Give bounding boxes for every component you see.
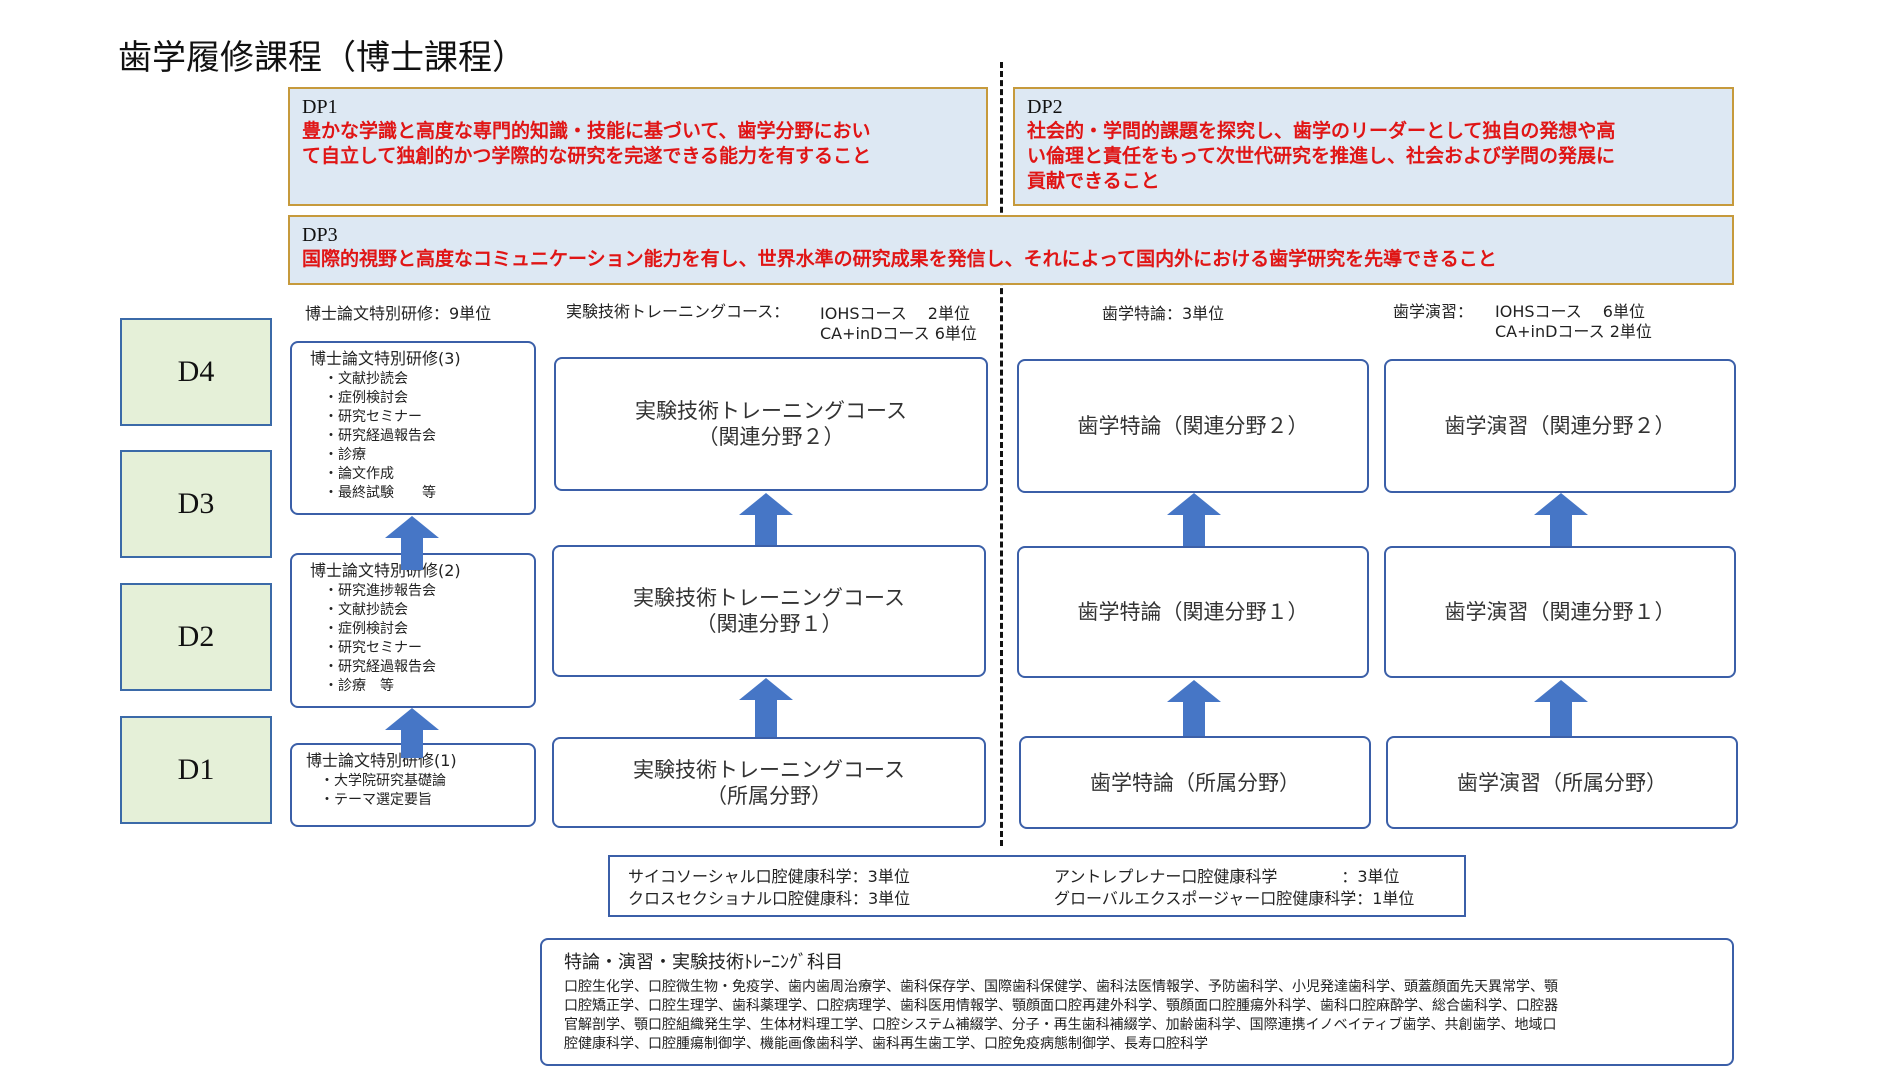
year-box-d2: D2 [120, 583, 272, 691]
thesis-2-item: 文献抄読会 [324, 601, 516, 620]
thesis-1-item: テーマ選定要旨 [320, 791, 520, 810]
arrow-up-icon [1161, 493, 1227, 546]
exp-header-line: CA+inDコース 6単位 [820, 324, 977, 343]
dp1-text-line: 豊かな学識と高度な専門的知識・技能に基づいて、歯学分野におい [302, 120, 871, 142]
year-box-d1: D1 [120, 716, 272, 824]
page-title: 歯学履修課程（博士課程） [118, 38, 526, 78]
seminar-header-line: CA+inDコース 2単位 [1495, 322, 1652, 341]
subjects-line: 官解剖学、顎口腔組織発生学、生体材料理工学、口腔システム補綴学、分子・再生歯科補… [564, 1017, 1557, 1033]
common-course: グローバルエクスポージャー口腔健康科学：1単位 [1054, 889, 1415, 908]
dp1-label: DP1 [302, 96, 338, 118]
thesis-2-item: 研究経過報告会 [324, 658, 516, 677]
common-course: アントレプレナー口腔健康科学 ：3単位 [1054, 867, 1400, 886]
common-courses-box: サイコソーシャル口腔健康科学：3単位 アントレプレナー口腔健康科学 ：3単位 ク… [608, 855, 1466, 917]
center-divider [1000, 62, 1003, 846]
special-mid-label: 歯学特論（関連分野１） [1077, 600, 1309, 624]
exp-mid-line: 実験技術トレーニングコース [633, 586, 905, 610]
arrow-up-icon [379, 708, 445, 758]
arrow-up-icon [733, 678, 799, 737]
thesis-3-title: 博士論文特別研修(3) [310, 349, 461, 368]
arrow-up-icon [1161, 680, 1227, 736]
year-box-d4: D4 [120, 318, 272, 426]
thesis-box-3: 博士論文特別研修(3) 文献抄読会 症例検討会 研究セミナー 研究経過報告会 診… [290, 341, 536, 515]
dp2-text-line: い倫理と責任をもって次世代研究を推進し、社会および学問の発展に [1027, 145, 1616, 167]
arrow-up-icon [1528, 680, 1594, 736]
seminar-header-line: IOHSコース 6単位 [1495, 302, 1645, 321]
seminar-bot-label: 歯学演習（所属分野） [1457, 770, 1667, 795]
subjects-title: 特論・演習・実験技術ﾄﾚｰﾆﾝｸﾞ科目 [564, 952, 843, 973]
thesis-3-item: 症例検討会 [324, 389, 516, 408]
dp2-box: DP2 社会的・学問的課題を探究し、歯学のリーダーとして独自の発想や高 い倫理と… [1013, 87, 1734, 206]
thesis-2-item: 診療 等 [324, 677, 516, 696]
subjects-line: 腔健康科学、口腔腫瘍制御学、機能画像歯科学、歯科再生歯工学、口腔免疫病態制御学、… [564, 1036, 1208, 1052]
dp2-label: DP2 [1027, 96, 1063, 118]
subjects-line: 口腔矯正学、口腔生理学、歯科薬理学、口腔病理学、歯科医用情報学、顎顔面口腔再建外… [564, 998, 1558, 1014]
exp-top-line: （関連分野２） [697, 425, 845, 449]
exp-header-line: IOHSコース 2単位 [820, 304, 970, 323]
thesis-3-item: 論文作成 [324, 465, 516, 484]
thesis-3-item: 研究セミナー [324, 408, 516, 427]
exp-box-top: 実験技術トレーニングコース （関連分野２） [554, 357, 988, 491]
exp-header-label: 実験技術トレーニングコース： [566, 302, 790, 321]
exp-top-line: 実験技術トレーニングコース [635, 399, 907, 423]
thesis-3-item: 診療 [324, 446, 516, 465]
arrow-up-icon [379, 516, 445, 570]
seminar-header-label: 歯学演習： [1393, 302, 1474, 321]
subjects-box: 特論・演習・実験技術ﾄﾚｰﾆﾝｸﾞ科目 口腔生化学、口腔微生物・免疫学、歯内歯周… [540, 938, 1734, 1066]
exp-bot-line: 実験技術トレーニングコース [633, 757, 905, 782]
dp3-text-line: 国際的視野と高度なコミュニケーション能力を有し、世界水準の研究成果を発信し、それ… [302, 248, 1497, 270]
dp1-box: DP1 豊かな学識と高度な専門的知識・技能に基づいて、歯学分野におい て自立して… [288, 87, 988, 206]
thesis-3-item: 最終試験 等 [324, 484, 516, 503]
arrow-up-icon [733, 493, 799, 545]
thesis-box-2: 博士論文特別研修(2) 研究進捗報告会 文献抄読会 症例検討会 研究セミナー 研… [290, 553, 536, 708]
dp2-text-line: 社会的・学問的課題を探究し、歯学のリーダーとして独自の発想や高 [1027, 120, 1616, 142]
seminar-box-mid: 歯学演習（関連分野１） [1384, 546, 1736, 678]
year-box-d3: D3 [120, 450, 272, 558]
dp3-label: DP3 [302, 224, 338, 246]
special-header: 歯学特論：3単位 [1102, 304, 1225, 323]
special-box-top: 歯学特論（関連分野２） [1017, 359, 1369, 493]
seminar-top-label: 歯学演習（関連分野２） [1444, 414, 1676, 438]
thesis-2-item: 研究進捗報告会 [324, 582, 516, 601]
thesis-3-item: 文献抄読会 [324, 370, 516, 389]
subjects-line: 口腔生化学、口腔微生物・免疫学、歯内歯周治療学、歯科保存学、国際歯科保健学、歯科… [564, 979, 1558, 995]
special-top-label: 歯学特論（関連分野２） [1077, 414, 1309, 438]
special-bot-label: 歯学特論（所属分野） [1090, 770, 1300, 795]
thesis-2-item: 症例検討会 [324, 620, 516, 639]
thesis-1-item: 大学院研究基礎論 [320, 772, 520, 791]
seminar-box-bot: 歯学演習（所属分野） [1386, 736, 1738, 829]
dp1-text-line: て自立して独創的かつ学際的な研究を完遂できる能力を有すること [302, 145, 872, 167]
thesis-2-item: 研究セミナー [324, 639, 516, 658]
dp3-box: DP3 国際的視野と高度なコミュニケーション能力を有し、世界水準の研究成果を発信… [288, 215, 1734, 285]
seminar-box-top: 歯学演習（関連分野２） [1384, 359, 1736, 493]
exp-box-mid: 実験技術トレーニングコース （関連分野１） [552, 545, 986, 677]
thesis-header: 博士論文特別研修：9単位 [305, 304, 492, 323]
common-course: サイコソーシャル口腔健康科学：3単位 [628, 867, 910, 886]
common-course: クロスセクショナル口腔健康科：3単位 [628, 889, 911, 908]
special-box-bot: 歯学特論（所属分野） [1019, 736, 1371, 829]
special-box-mid: 歯学特論（関連分野１） [1017, 546, 1369, 678]
dp2-text-line: 貢献できること [1027, 170, 1160, 192]
arrow-up-icon [1528, 493, 1594, 546]
thesis-2-title: 博士論文特別研修(2) [310, 561, 461, 580]
seminar-mid-label: 歯学演習（関連分野１） [1444, 600, 1676, 624]
thesis-3-item: 研究経過報告会 [324, 427, 516, 446]
thesis-box-1: 博士論文特別研修(1) 大学院研究基礎論 テーマ選定要旨 [290, 743, 536, 827]
exp-mid-line: （関連分野１） [695, 612, 843, 636]
exp-box-bot: 実験技術トレーニングコース （所属分野） [552, 737, 986, 828]
exp-bot-line: （所属分野） [706, 783, 832, 808]
